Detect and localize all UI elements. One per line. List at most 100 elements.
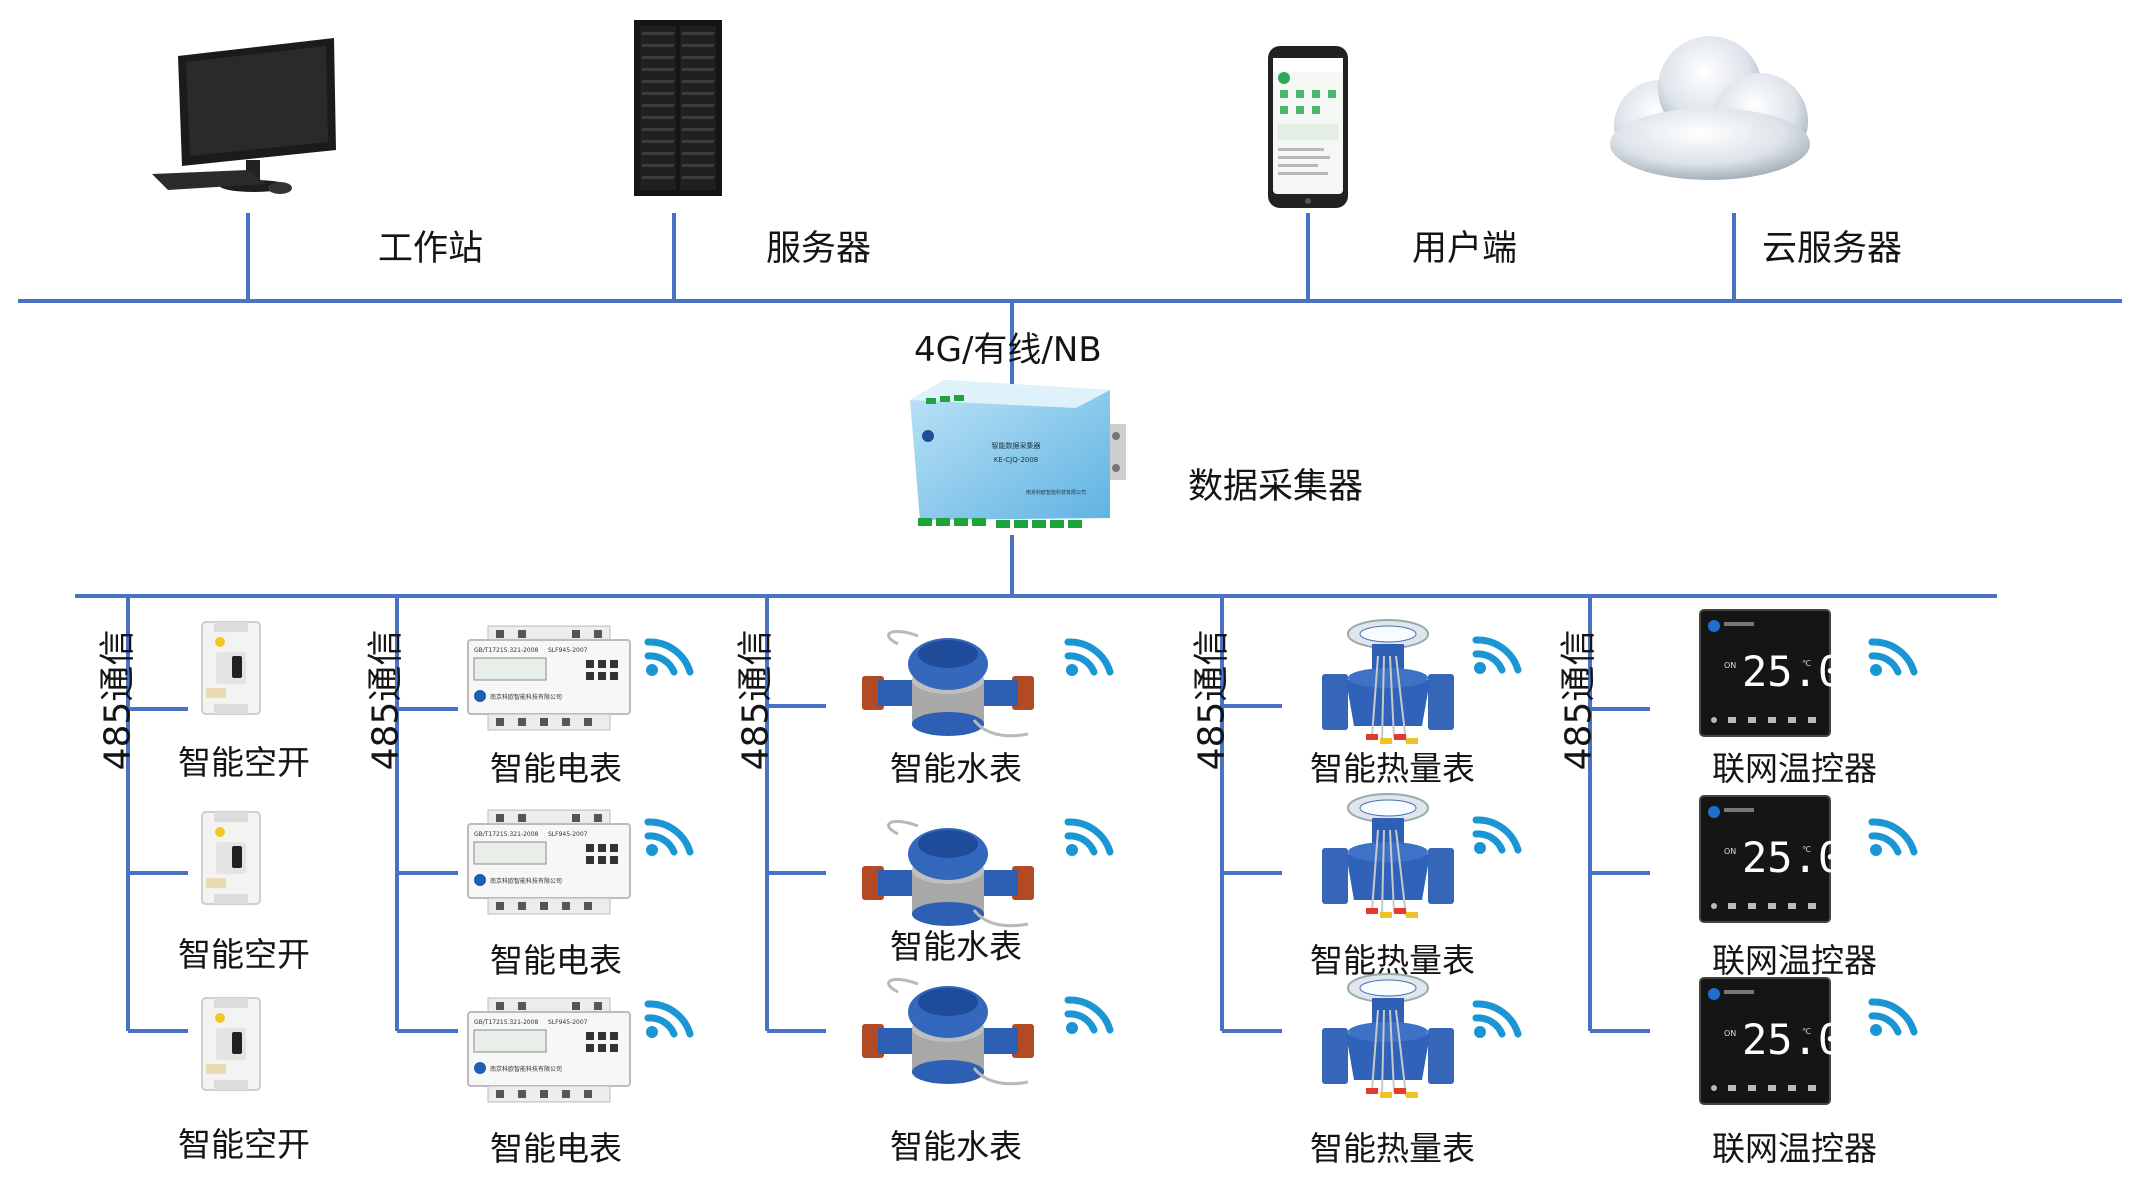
cloud-icon [1610, 36, 1810, 180]
meter-device-3: GB/T17215.321-2008 SLF945-2007 南京科欧智能科技有… [466, 996, 632, 1104]
thermostat-icon: ON 25.0 ℃ [1699, 977, 1843, 1105]
thermostat-icon: ON 25.0 ℃ [1699, 609, 1843, 737]
meter-model: SLF945-2007 [548, 647, 588, 654]
meter-model: SLF945-2007 [548, 1019, 588, 1026]
thermostat-device-3: ON 25.0 ℃ [1698, 976, 1843, 1106]
bus-label-4: 485通信 [1191, 629, 1233, 771]
water-meter-device-3 [858, 972, 1038, 1088]
cloud-server-label: 云服务器 [1762, 229, 1903, 269]
thermostat-reading: 25.0 [1742, 647, 1843, 696]
breaker-label-2: 智能空开 [178, 935, 310, 974]
water-meter-label-2: 智能水表 [890, 927, 1022, 966]
thermostat-mode: ON [1724, 1029, 1736, 1038]
meter-maker: 南京科欧智能科技有限公司 [490, 693, 562, 701]
thermostat-label-2: 联网温控器 [1712, 941, 1877, 980]
meter-label-1: 智能电表 [490, 749, 622, 788]
water-meter-icon [862, 819, 1034, 928]
user-label: 用户端 [1412, 229, 1518, 269]
thermostat-unit: ℃ [1802, 659, 1811, 668]
water-meter-label-3: 智能水表 [890, 1127, 1022, 1166]
thermostat-label-3: 联网温控器 [1712, 1129, 1877, 1168]
thermostat-wifi-1 [1866, 628, 1920, 678]
meter-wifi-3 [642, 990, 696, 1040]
meter-standard-code: GB/T17215.321-2008 [474, 647, 539, 654]
thermostat-mode: ON [1724, 661, 1736, 670]
bus-label-5: 485通信 [1558, 629, 1600, 771]
water-meter-wifi-2 [1062, 808, 1116, 858]
meter-maker: 南京科欧智能科技有限公司 [490, 1065, 562, 1073]
meter-device-1: GB/T17215.321-2008 SLF945-2007 南京科欧智能科技有… [466, 624, 632, 732]
data-collector-label: 数据采集器 [1188, 467, 1364, 507]
thermostat-label-1: 联网温控器 [1712, 749, 1877, 788]
circuit-breaker-icon [201, 997, 261, 1091]
bus-label-1: 485通信 [97, 629, 139, 771]
thermostat-device-2: ON 25.0 ℃ [1698, 794, 1843, 924]
wifi-icon [1868, 638, 1918, 676]
thermostat-wifi-3 [1866, 988, 1920, 1038]
circuit-breaker-icon [201, 811, 261, 905]
thermostat-icon: ON 25.0 ℃ [1699, 795, 1843, 923]
server-rack-icon [634, 20, 722, 196]
wifi-icon [1472, 636, 1522, 674]
meter-label-2: 智能电表 [490, 941, 622, 980]
thermostat-wifi-2 [1866, 808, 1920, 858]
heat-meter-icon [1322, 973, 1454, 1098]
breaker-device-1 [196, 618, 266, 718]
breaker-label-1: 智能空开 [178, 743, 310, 782]
link-type-label: 4G/有线/NB [914, 330, 1102, 370]
data-collector-icon: 智能数据采集器 KE-CJQ-2008 南京科欧智能科技有限公司 [910, 380, 1126, 528]
data-collector-device: 智能数据采集器 KE-CJQ-2008 南京科欧智能科技有限公司 [906, 378, 1128, 540]
thermostat-unit: ℃ [1802, 1027, 1811, 1036]
heat-meter-wifi-1 [1470, 626, 1524, 676]
wifi-icon [1064, 638, 1114, 676]
heat-meter-label-3: 智能热量表 [1310, 1129, 1475, 1168]
bus-label-3: 485通信 [735, 629, 777, 771]
thermostat-device-1: ON 25.0 ℃ [1698, 608, 1843, 738]
heat-meter-device-2 [1318, 790, 1458, 930]
bus-label-2: 485通信 [365, 629, 407, 771]
phone-device [1266, 44, 1350, 210]
circuit-breaker-icon [201, 621, 261, 715]
wifi-icon [1868, 998, 1918, 1036]
meter-wifi-2 [642, 808, 696, 858]
server-label: 服务器 [766, 229, 872, 269]
workstation-device [148, 34, 348, 204]
smartphone-icon [1268, 46, 1348, 208]
water-meter-wifi-3 [1062, 986, 1116, 1036]
water-meter-wifi-1 [1062, 628, 1116, 678]
heat-meter-label-1: 智能热量表 [1310, 749, 1475, 788]
workstation-icon [152, 38, 336, 194]
breaker-device-3 [196, 994, 266, 1094]
meter-device-2: GB/T17215.321-2008 SLF945-2007 南京科欧智能科技有… [466, 808, 632, 916]
breaker-device-2 [196, 808, 266, 908]
heat-meter-icon [1322, 793, 1454, 918]
wifi-icon [1868, 818, 1918, 856]
heat-meter-icon [1322, 619, 1454, 744]
wifi-icon [1472, 1000, 1522, 1038]
wifi-icon [1472, 816, 1522, 854]
wifi-icon [1064, 818, 1114, 856]
thermostat-reading: 25.0 [1742, 833, 1843, 882]
meter-standard-code: GB/T17215.321-2008 [474, 1019, 539, 1026]
water-meter-device-2 [858, 814, 1038, 930]
electric-meter-icon: GB/T17215.321-2008 SLF945-2007 南京科欧智能科技有… [467, 997, 631, 1103]
water-meter-icon [862, 977, 1034, 1086]
meter-model: SLF945-2007 [548, 831, 588, 838]
wifi-icon [644, 1000, 694, 1038]
wifi-icon [644, 818, 694, 856]
electric-meter-icon: GB/T17215.321-2008 SLF945-2007 南京科欧智能科技有… [467, 625, 631, 731]
collector-face-maker: 南京科欧智能科技有限公司 [1026, 489, 1086, 496]
cloud-device [1600, 26, 1820, 186]
thermostat-mode: ON [1724, 847, 1736, 856]
meter-maker: 南京科欧智能科技有限公司 [490, 877, 562, 885]
meter-standard-code: GB/T17215.321-2008 [474, 831, 539, 838]
water-meter-label-1: 智能水表 [890, 749, 1022, 788]
wifi-icon [1064, 996, 1114, 1034]
server-device [630, 18, 726, 198]
meter-wifi-1 [642, 628, 696, 678]
meter-label-3: 智能电表 [490, 1129, 622, 1168]
breaker-label-3: 智能空开 [178, 1125, 310, 1164]
workstation-label: 工作站 [378, 229, 484, 269]
wifi-icon [644, 638, 694, 676]
